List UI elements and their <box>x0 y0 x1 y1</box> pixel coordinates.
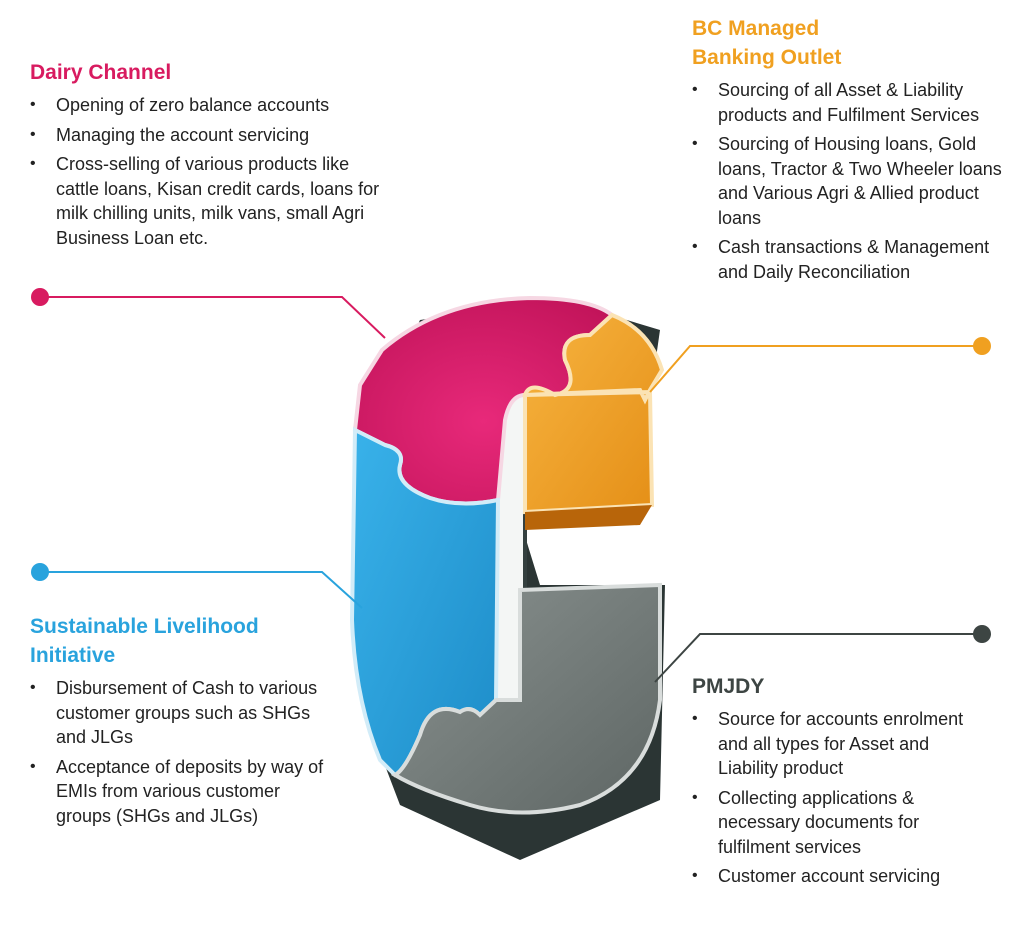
pmjdy-connector-dot <box>973 625 991 643</box>
dairy-channel-item: Managing the account servicing <box>30 123 390 148</box>
dairy-channel-title: Dairy Channel <box>30 61 172 84</box>
dairy-channel-item: Cross-selling of various products like c… <box>30 152 390 250</box>
bc-outlet-list: Sourcing of all Asset & Liability produc… <box>692 78 1012 284</box>
bc-outlet-title: BC Managed Banking Outlet <box>692 17 842 69</box>
dairy-channel-list: Opening of zero balance accounts Managin… <box>30 93 390 250</box>
bc-connector-line <box>649 345 982 393</box>
pmjdy-connector-line <box>654 633 982 683</box>
bc-connector-dot <box>973 337 991 355</box>
sustainable-livelihood-title: Sustainable Livelihood Initiative <box>30 615 259 667</box>
bc-outlet-section: BC Managed Banking Outlet Sourcing of al… <box>692 14 1012 289</box>
slh-connector-line <box>40 571 363 609</box>
sustainable-livelihood-item: Acceptance of deposits by way of EMIs fr… <box>30 755 330 829</box>
pmjdy-item: Collecting applications & necessary docu… <box>692 786 992 860</box>
pmjdy-list: Source for accounts enrolment and all ty… <box>692 707 992 889</box>
dairy-channel-item: Opening of zero balance accounts <box>30 93 390 118</box>
pmjdy-section: PMJDY Source for accounts enrolment and … <box>692 672 992 894</box>
grey-puzzle-piece <box>390 582 662 815</box>
sustainable-livelihood-list: Disbursement of Cash to various customer… <box>30 676 330 828</box>
orange-piece-edge <box>525 505 652 530</box>
dairy-connector-line <box>40 296 386 339</box>
bc-outlet-item: Sourcing of all Asset & Liability produc… <box>692 78 1012 127</box>
bc-outlet-item: Sourcing of Housing loans, Gold loans, T… <box>692 132 1012 230</box>
pmjdy-item: Source for accounts enrolment and all ty… <box>692 707 992 781</box>
pmjdy-item: Customer account servicing <box>692 864 992 889</box>
pmjdy-title: PMJDY <box>692 675 765 698</box>
sustainable-livelihood-item: Disbursement of Cash to various customer… <box>30 676 330 750</box>
dairy-channel-section: Dairy Channel Opening of zero balance ac… <box>30 58 390 255</box>
slh-connector-dot <box>31 563 49 581</box>
dairy-connector-dot <box>31 288 49 306</box>
bc-outlet-item: Cash transactions & Management and Daily… <box>692 235 1012 284</box>
sustainable-livelihood-section: Sustainable Livelihood Initiative Disbur… <box>30 612 330 833</box>
